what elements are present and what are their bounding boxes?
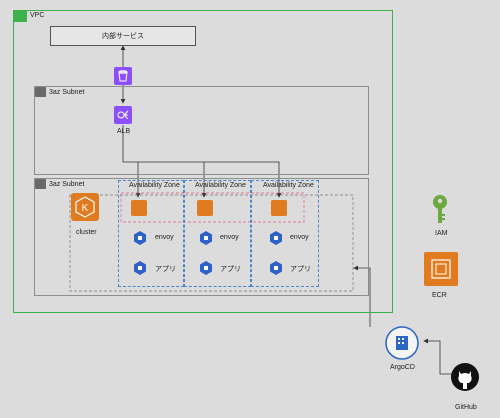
- alb-to-az1-line: [122, 125, 141, 198]
- ecs-task-icon: [131, 200, 147, 216]
- iam-label: IAM: [435, 230, 448, 237]
- ecr-icon: [424, 252, 458, 286]
- availability-zone-1: [118, 180, 184, 287]
- az-2-label: Availability Zone: [195, 182, 246, 189]
- target-group-boundary: [120, 192, 305, 223]
- internal-service-box: 内部サービス: [50, 26, 196, 46]
- ecs-task-icon: [197, 200, 213, 216]
- internal-service-label: 内部サービス: [102, 33, 144, 40]
- app-label: アプリ: [290, 266, 311, 273]
- subnet-bottom-label: 3az Subnet: [49, 181, 85, 188]
- subnet-top-label: 3az Subnet: [49, 89, 85, 96]
- k8s-pod-icon: [134, 231, 146, 245]
- availability-zone-3: [251, 180, 319, 287]
- k8s-pod-icon: [270, 261, 282, 275]
- vpc-cloud-icon: [14, 11, 27, 22]
- k8s-pod-icon: [270, 231, 282, 245]
- subnet-top-container: [34, 86, 369, 175]
- app-label: アプリ: [155, 266, 176, 273]
- ecs-task-icon: [271, 200, 287, 216]
- connector-lines: [120, 45, 453, 375]
- alb-icon: [114, 106, 132, 124]
- github-to-argocd-line: [423, 338, 453, 375]
- alb-label: ALB: [117, 128, 131, 135]
- iam-key-icon: [433, 195, 447, 223]
- alb-to-az3-line: [204, 161, 282, 198]
- github-label: GitHub: [455, 404, 477, 411]
- vpc-container: [13, 10, 393, 313]
- app-label: アプリ: [220, 266, 241, 273]
- eks-cluster-icon: K: [71, 193, 99, 221]
- subnet-bottom-container: [34, 178, 369, 296]
- subnet-top-icon: [35, 87, 46, 97]
- envoy-label: envoy: [155, 234, 174, 241]
- az-1-label: Availability Zone: [129, 182, 180, 189]
- envoy-label: envoy: [220, 234, 239, 241]
- cluster-label: cluster: [76, 229, 97, 236]
- envoy-label: envoy: [290, 234, 309, 241]
- availability-zone-2: [184, 180, 251, 287]
- k8s-pod-icon: [134, 261, 146, 275]
- argocd-to-cluster-line: [353, 265, 371, 327]
- s3-icon: [114, 67, 132, 85]
- svg-text:K: K: [82, 203, 89, 214]
- az-3-label: Availability Zone: [263, 182, 314, 189]
- subnet-bottom-icon: [35, 179, 46, 189]
- ecr-label: ECR: [432, 292, 447, 299]
- k8s-pod-icon: [200, 261, 212, 275]
- vpc-label: VPC: [30, 12, 45, 19]
- argocd-icon: [385, 326, 419, 360]
- k8s-pod-icon: [200, 231, 212, 245]
- argocd-label: ArgoCD: [390, 364, 415, 371]
- cluster-boundary: [69, 194, 354, 292]
- github-icon: [451, 363, 479, 391]
